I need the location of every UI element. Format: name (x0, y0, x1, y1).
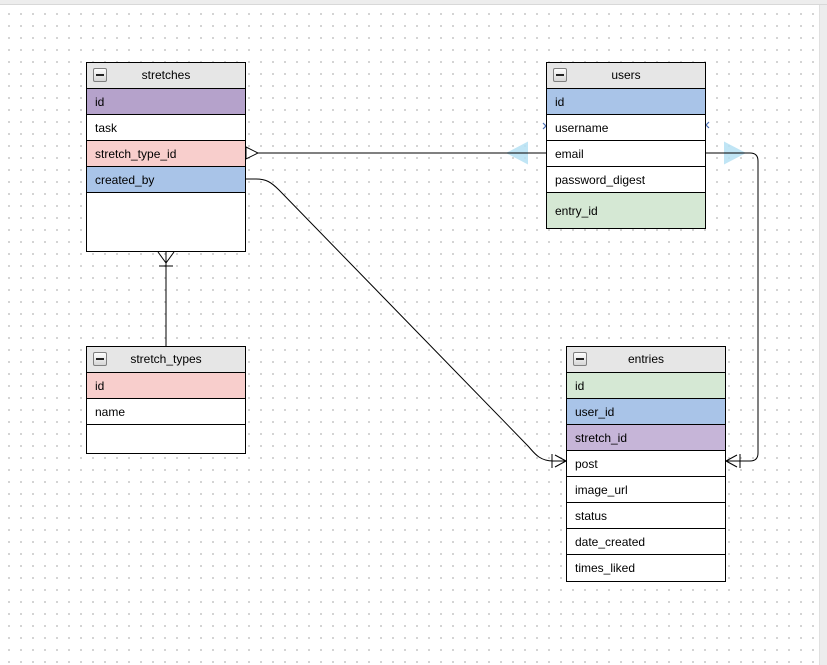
table-row[interactable]: post (567, 451, 725, 477)
table-header: stretches (87, 63, 245, 89)
table-stretch-types[interactable]: stretch_types id name (86, 346, 246, 454)
edge-stretches-entries[interactable] (246, 178, 566, 462)
window-top-edge (0, 0, 827, 5)
row-label: id (95, 94, 105, 109)
table-row[interactable]: id (547, 89, 705, 115)
edge-marker-crows-foot (157, 251, 175, 267)
row-label: stretch_id (575, 430, 628, 445)
row-label: username (555, 120, 609, 135)
minus-icon (96, 358, 104, 360)
row-label: id (95, 378, 105, 393)
edge-marker-one-arrow-left (551, 454, 567, 468)
row-label: created_by (95, 172, 155, 187)
table-row[interactable]: id (87, 373, 245, 399)
minus-icon (556, 74, 564, 76)
table-empty-area (87, 425, 245, 453)
edge-marker-open-arrow (245, 146, 260, 160)
table-title: entries (627, 352, 665, 366)
table-header: stretch_types (87, 347, 245, 373)
table-header: users (547, 63, 705, 89)
table-users[interactable]: users id username email password_digest … (546, 62, 706, 229)
table-row[interactable]: stretch_id (567, 425, 725, 451)
table-row[interactable]: name (87, 399, 245, 425)
table-header: entries (567, 347, 725, 373)
row-label: image_url (575, 482, 628, 497)
table-row[interactable]: id (87, 89, 245, 115)
row-label: task (95, 120, 118, 135)
table-row[interactable]: created_by (87, 167, 245, 193)
table-title: stretches (141, 68, 191, 82)
row-label: stretch_type_id (95, 146, 177, 161)
collapse-icon[interactable] (573, 352, 587, 366)
table-row[interactable]: times_liked (567, 555, 725, 581)
table-empty-area (87, 193, 245, 251)
minus-icon (576, 358, 584, 360)
row-label: status (575, 508, 608, 523)
minus-icon (96, 74, 104, 76)
collapse-icon[interactable] (93, 352, 107, 366)
edge-marker-one-arrow-right (725, 454, 741, 468)
row-label: user_id (575, 404, 615, 419)
table-row[interactable]: stretch_type_id (87, 141, 245, 167)
row-label: times_liked (575, 561, 636, 575)
table-row[interactable]: id (567, 373, 725, 399)
row-label: name (95, 404, 126, 419)
table-stretches[interactable]: stretches id task stretch_type_id create… (86, 62, 246, 252)
table-row[interactable]: password_digest (547, 167, 705, 193)
table-row[interactable]: date_created (567, 529, 725, 555)
table-row[interactable]: user_id (567, 399, 725, 425)
table-row[interactable]: task (87, 115, 245, 141)
row-label: email (555, 146, 584, 161)
row-label: id (575, 378, 585, 393)
table-row[interactable]: status (567, 503, 725, 529)
row-label: post (575, 456, 598, 471)
row-label: date_created (575, 534, 646, 549)
table-row[interactable]: email (547, 141, 705, 167)
row-label: entry_id (555, 203, 598, 218)
vertical-scrollbar[interactable] (819, 0, 827, 665)
table-title: stretch_types (130, 352, 202, 366)
collapse-icon[interactable] (553, 68, 567, 82)
row-label: password_digest (555, 172, 646, 187)
table-entries[interactable]: entries id user_id stretch_id post image… (566, 346, 726, 582)
table-row[interactable]: entry_id (547, 193, 705, 228)
collapse-icon[interactable] (93, 68, 107, 82)
row-label: id (555, 94, 565, 109)
edge-users-entries[interactable] (706, 152, 759, 462)
table-row[interactable]: image_url (567, 477, 725, 503)
table-row[interactable]: username (547, 115, 705, 141)
table-title: users (611, 68, 641, 82)
